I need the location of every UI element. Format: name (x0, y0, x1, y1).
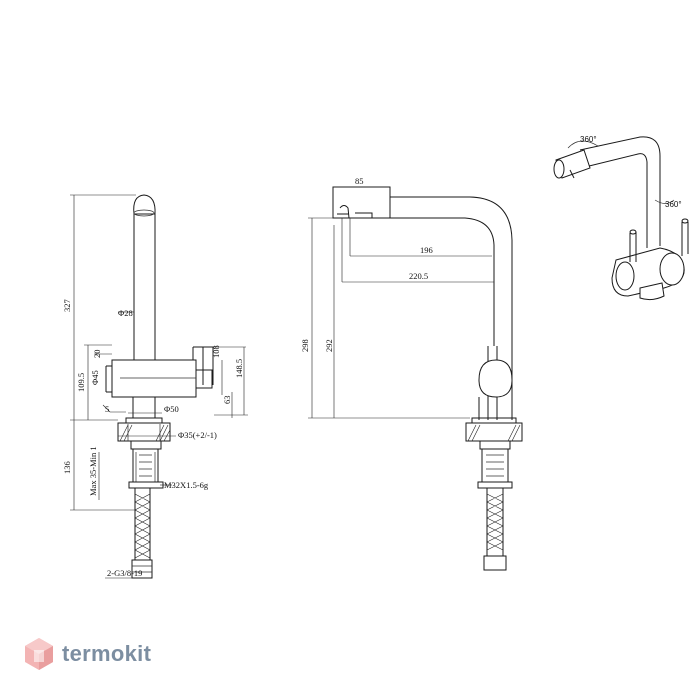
dim-side-148: 148.5 (234, 359, 244, 378)
dimension-labels: 327 Φ28 20 109.5 Φ45 108 148.5 63 5 Φ50 … (62, 135, 682, 578)
dim-thread: M32X1.5-6g (164, 480, 209, 490)
termokit-logo-icon (25, 638, 53, 670)
dim-base-63: 63 (222, 396, 232, 405)
dim-reach-220: 220.5 (409, 271, 428, 281)
dim-overall-height: 327 (62, 299, 72, 312)
dim-body-height: 109.5 (76, 373, 86, 392)
dim-reach-85: 85 (355, 176, 364, 186)
dim-below-counter: 136 (62, 461, 72, 474)
dim-height-292: 292 (324, 339, 334, 352)
dim-height-298: 298 (300, 339, 310, 352)
dim-handle-offset: 20 (92, 350, 102, 359)
perspective-view (553, 136, 689, 301)
side-view (308, 186, 523, 571)
brand-name: termokit (62, 641, 152, 666)
dim-body-diameter: Φ45 (90, 370, 100, 385)
dim-reach-196: 196 (420, 245, 433, 255)
dim-hole-diameter: Φ35(+2/-1) (178, 430, 217, 440)
rotation-side-label: 360° (665, 200, 682, 209)
dim-counter-thickness: Max 35-Min 1 (88, 446, 98, 496)
dim-hose-thread: 2-G3/8-19 (107, 568, 142, 578)
dim-base-diameter: Φ50 (164, 404, 179, 414)
rotation-top-label: 360° (580, 135, 597, 144)
dim-spout-diameter: Φ28 (118, 308, 133, 318)
dim-side-108: 108 (211, 345, 221, 358)
front-view (70, 194, 248, 579)
dim-gap-5: 5 (105, 404, 109, 414)
